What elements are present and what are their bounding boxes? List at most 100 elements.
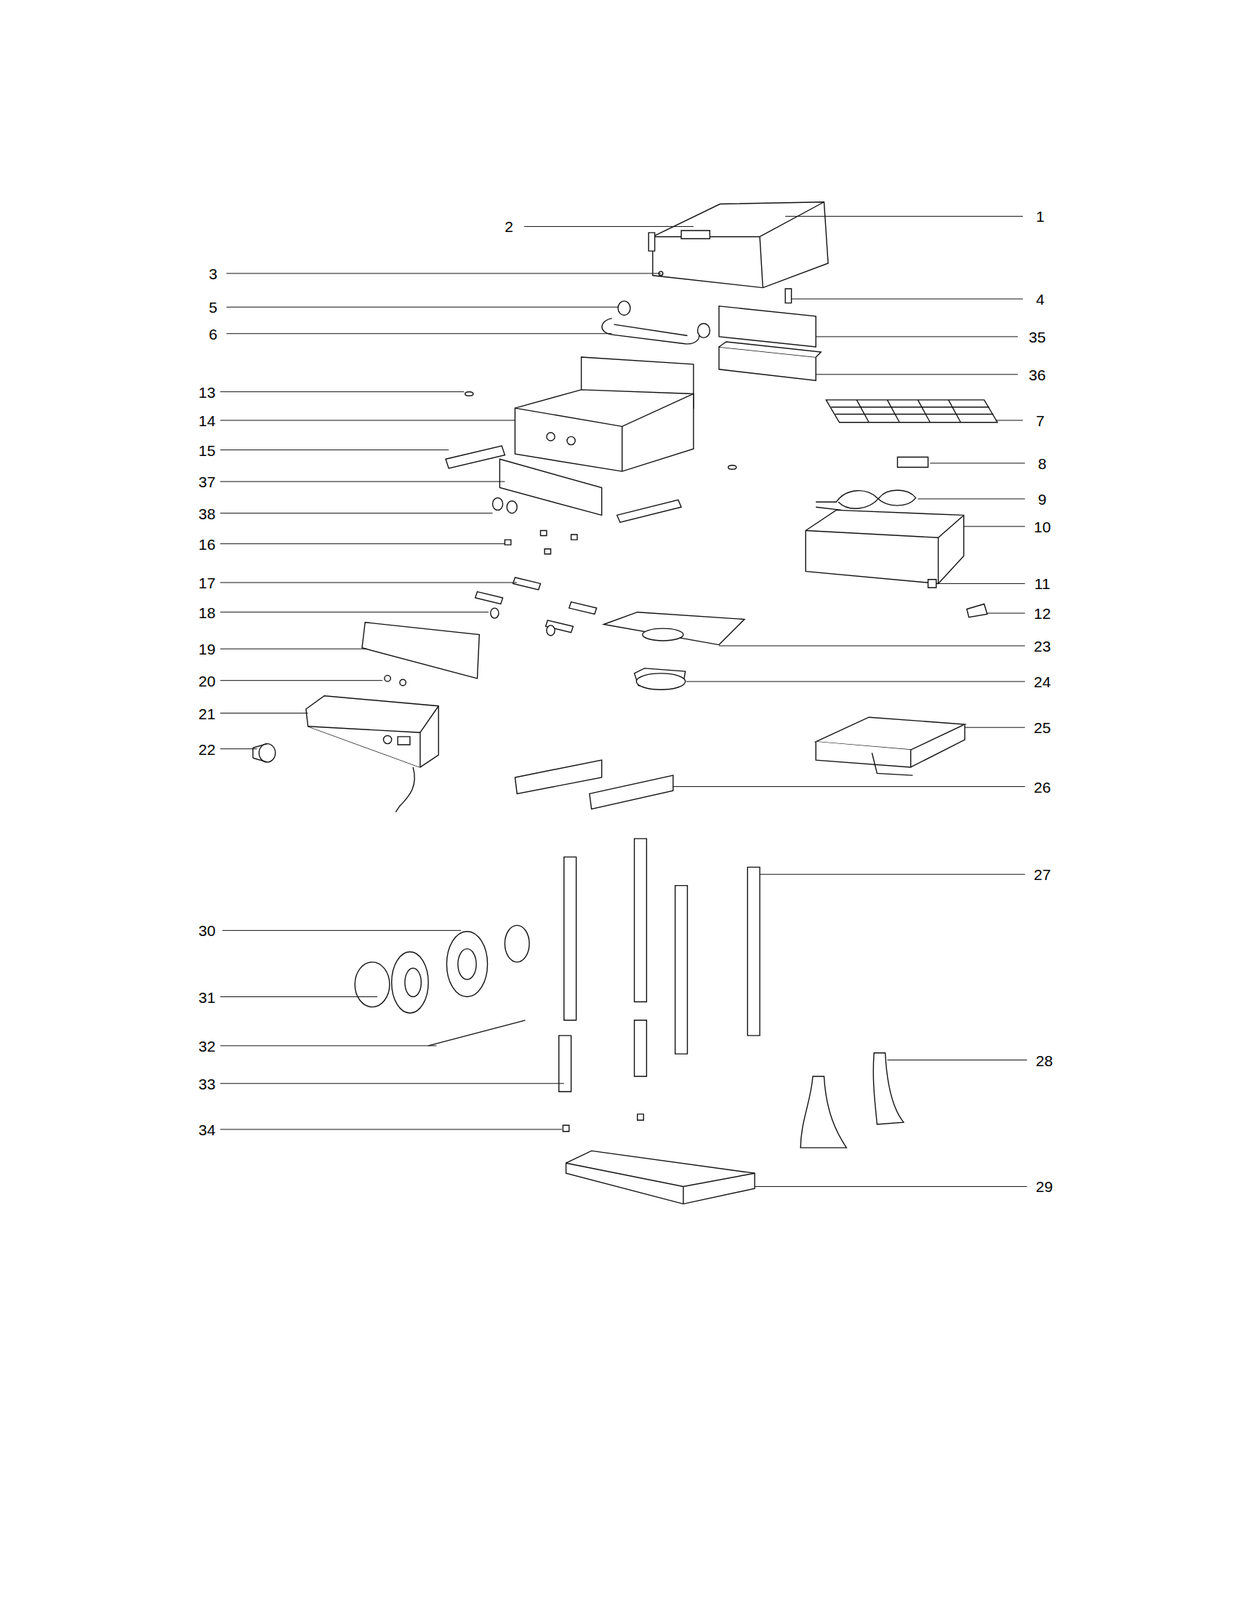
callout-number: 8 [1038,455,1047,471]
leader-line [226,332,612,334]
part-drawing [395,766,415,813]
part-drawing [362,622,480,679]
part-drawing [652,202,825,288]
leader-line [220,481,505,483]
callout-number: 33 [198,1075,216,1091]
leader-line [220,543,505,544]
part-drawing [805,509,964,584]
leader-line [220,1082,565,1084]
leader-line [226,272,661,274]
part-drawing [566,1162,756,1204]
leader-line [964,525,1026,527]
callout-number: 21 [198,705,216,721]
callout-number: 7 [1035,412,1045,428]
leader-line [759,873,1026,875]
part-drawing [514,393,693,472]
part-drawing [634,668,686,690]
callout-number: 16 [198,535,216,552]
leader-line [524,226,694,227]
leader-line [220,1128,562,1130]
leader-line [815,335,1018,337]
leader-line [220,748,258,749]
callout-number: 34 [198,1121,216,1137]
leader-line [686,681,1026,682]
leader-line [929,462,1025,464]
callout-number: 18 [198,604,216,620]
part-drawing [354,961,390,1007]
callout-number: 22 [198,740,216,757]
part-drawing [499,458,602,515]
leader-line [220,611,489,613]
part-drawing [652,202,829,288]
part-drawing [308,705,440,767]
callout-number: 28 [1035,1051,1053,1068]
part-drawing [506,500,517,514]
callout-number: 4 [1035,291,1045,307]
callout-number: 19 [198,641,216,657]
leader-line [220,449,449,451]
part-drawing [540,529,546,536]
leader-line [673,785,1026,787]
callout-number: 10 [1033,518,1051,534]
part-drawing [897,456,928,467]
callout-number: 36 [1028,366,1046,382]
part-drawing [446,931,488,997]
part-drawing [785,288,791,304]
part-drawing [564,856,577,1020]
part-drawing [815,724,965,775]
part-drawing [675,885,688,1054]
callout-number: 38 [198,505,216,521]
leader-line [220,679,383,681]
part-drawing [637,1113,644,1120]
callout-number: 17 [198,575,216,591]
callout-number: 32 [198,1037,216,1053]
part-drawing [825,399,998,423]
callout-number: 2 [504,218,514,235]
part-drawing [475,591,504,605]
part-drawing [544,548,551,554]
part-drawing [966,603,988,617]
part-drawing [458,948,477,980]
part-drawing [747,866,760,1035]
callout-number: 13 [198,383,216,400]
callout-number: 24 [1033,673,1051,690]
part-drawing [490,607,499,618]
leader-line [220,512,493,514]
callout-number: 5 [208,299,218,315]
part-drawing [258,743,275,762]
part-drawing [397,736,411,745]
callout-number: 27 [1033,866,1051,882]
leader-line [938,583,1026,584]
leader-line [220,712,309,714]
leader-line [220,419,515,421]
callout-number: 6 [208,325,218,341]
part-drawing [428,1019,525,1046]
part-drawing [617,300,631,316]
part-drawing [800,1075,847,1148]
part-drawing [384,675,391,682]
callout-number: 23 [1033,637,1051,653]
callout-number: 26 [1033,778,1051,794]
drawing-group [220,202,1028,1204]
part-drawing [617,499,682,522]
part-drawing [642,628,684,641]
part-drawing [465,391,474,397]
part-drawing [928,579,937,588]
part-drawing [383,735,392,743]
part-drawing [603,612,745,645]
leader-line [222,929,461,931]
callout-number: 14 [198,412,216,428]
leader-line [226,306,618,308]
leader-line [995,419,1023,421]
callout-number: 31 [198,988,216,1004]
part-drawing [873,1052,904,1124]
leader-line [964,727,1026,728]
callout-number: 11 [1034,575,1051,592]
part-drawing [399,679,406,685]
leader-line [719,644,1026,646]
callout-number: 30 [198,922,216,938]
part-drawing [648,232,655,251]
part-drawing [391,951,429,1013]
leader-line [220,1044,437,1046]
